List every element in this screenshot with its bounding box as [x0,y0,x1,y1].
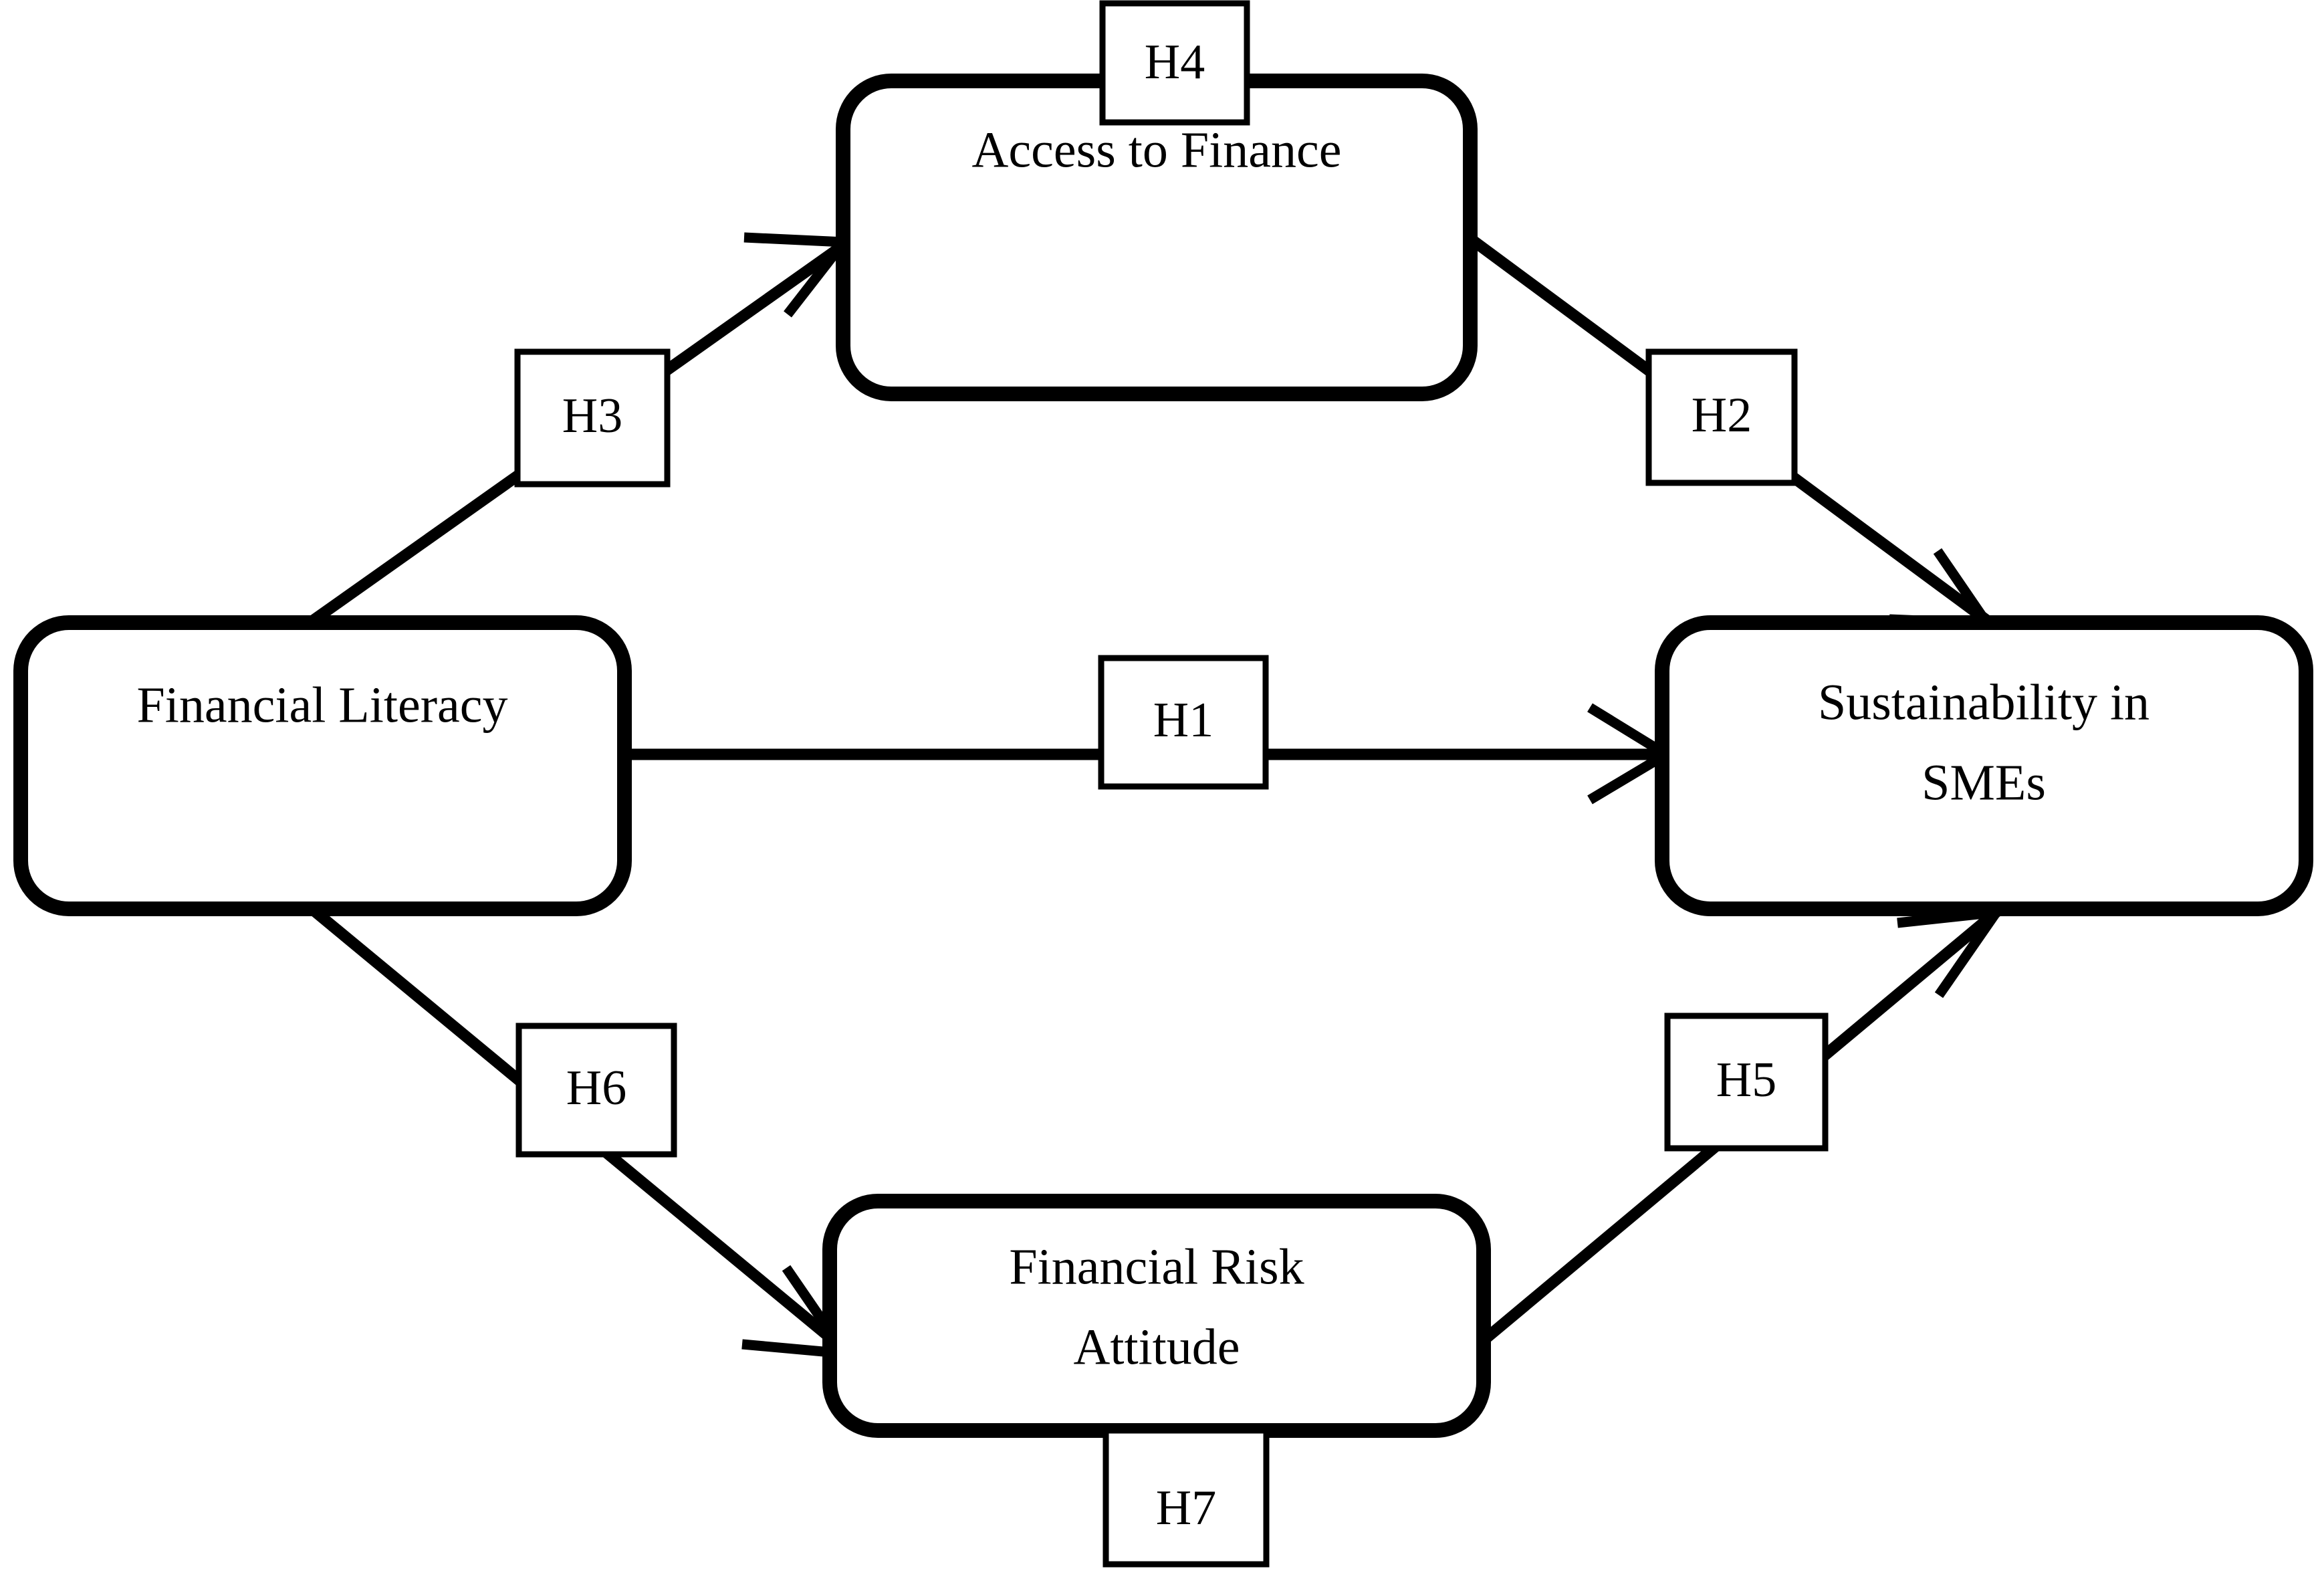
sustainability-in-smes-rect [1655,615,2313,916]
hypothesis-box-h4[interactable]: H4 [1099,0,1250,126]
h1-rect [1098,655,1269,790]
sustainability-in-smes-label-line2: SMEs [1922,754,2046,811]
hypothesis-box-h7[interactable]: H7 [1102,1427,1270,1568]
hypothesis-box-h2[interactable]: H2 [1645,348,1798,486]
h2-rect [1645,348,1798,486]
sustainability-in-smes-label-line1: Sustainability in [1818,674,2149,730]
h5-label: H5 [1716,1053,1776,1107]
h2-label: H2 [1692,388,1752,443]
h5-rect [1664,1013,1829,1152]
construct-box-sustainability-in-smes[interactable]: Sustainability in SMEs [1655,615,2313,916]
h4-rect [1099,0,1250,126]
h1-label: H1 [1153,693,1213,748]
construct-box-access-to-finance[interactable]: Access to Finance [836,74,1478,401]
h7-rect [1102,1427,1270,1568]
financial-risk-attitude-rect [822,1194,1491,1438]
financial-risk-attitude-label-line1: Financial Risk [1009,1239,1304,1295]
hypothesis-box-h6[interactable]: H6 [515,1023,677,1158]
hypothesis-box-h3[interactable]: H3 [514,348,671,488]
financial-literacy-label: Financial Literacy [137,677,508,733]
h3-rect [514,348,671,488]
hypothesis-box-h5[interactable]: H5 [1664,1013,1829,1152]
financial-literacy-rect [13,615,632,916]
construct-box-financial-literacy[interactable]: Financial Literacy [13,615,632,916]
h3-label: H3 [562,389,622,443]
financial-risk-attitude-label-line2: Attitude [1073,1319,1240,1375]
access-to-finance-label: Access to Finance [972,122,1342,178]
hypothesis-box-h1[interactable]: H1 [1098,655,1269,790]
h6-rect [515,1023,677,1158]
h6-label: H6 [566,1061,626,1116]
h7-label: H7 [1156,1481,1216,1535]
h4-label: H4 [1145,35,1205,90]
construct-box-financial-risk-attitude[interactable]: Financial Risk Attitude [822,1194,1491,1438]
